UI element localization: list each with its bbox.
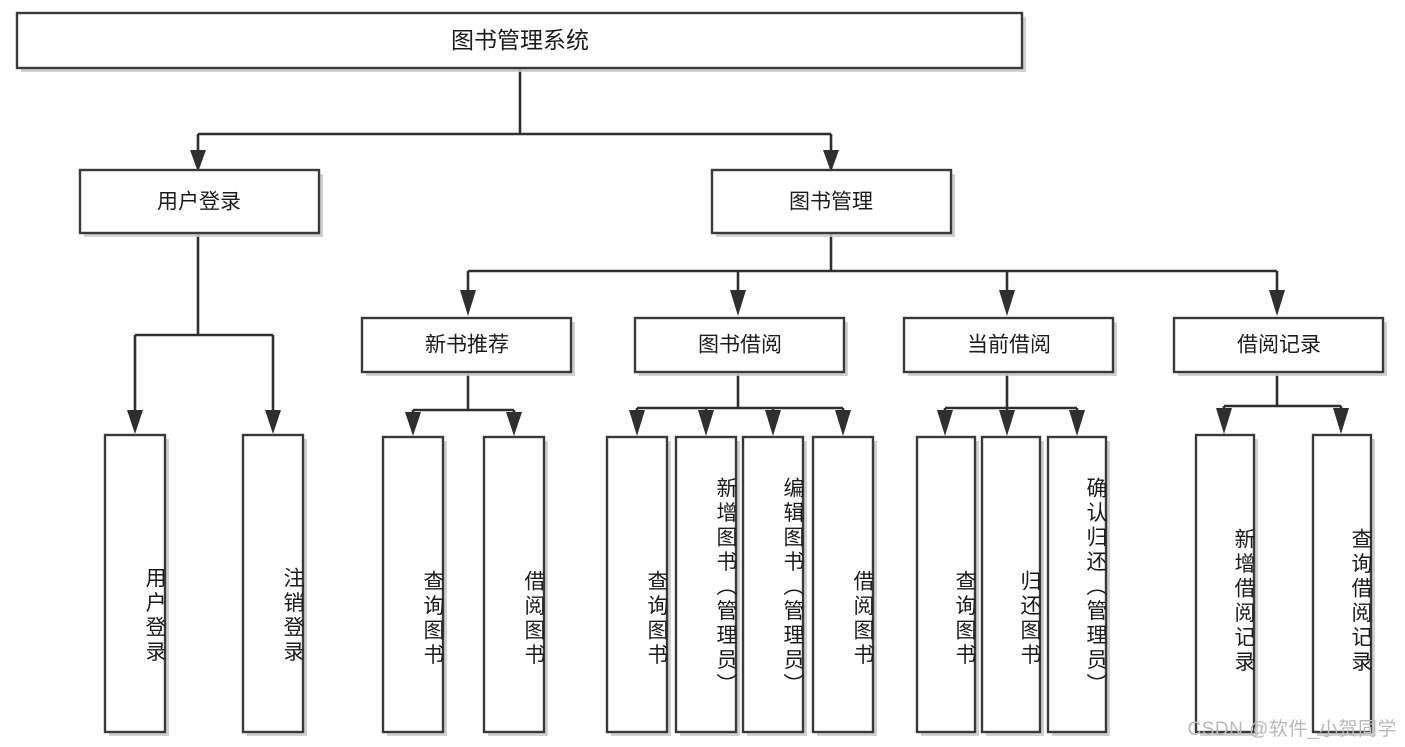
leaf-u1-box [103,433,167,734]
leaf-bb1-box [605,435,669,734]
leaf-node-user-login-2[interactable] [241,433,307,736]
leaf-bb3-box [741,435,805,734]
leaf-node-borrow-record-1[interactable] [1194,433,1258,736]
node-root[interactable]: 图书管理系统 [15,11,1026,72]
node-new-book-recommend-box [360,316,573,374]
arrow-leaf-u1 [127,410,143,434]
arrow-bb2 [698,410,714,436]
node-book-borrow-label: 图书借阅 [698,334,782,357]
node-root-label: 图书管理系统 [451,27,589,53]
arrow-nb1 [405,412,421,436]
leaf-u2-box [241,433,305,734]
arrow-bb4 [835,410,851,436]
node-user-login-label: 用户登录 [157,191,241,214]
leaf-node-user-login-1[interactable] [103,433,169,736]
node-current-borrow[interactable]: 当前借阅 [902,316,1117,376]
arrow-l3-2 [730,290,746,316]
node-current-borrow-box [902,316,1115,374]
node-user-login[interactable]: 用户登录 [78,168,323,237]
leaf-node-current-borrow-1[interactable] [915,435,979,736]
leaf-nb2-box [482,435,546,734]
leaf-cb2-box [980,435,1042,734]
leaf-bb4-box [811,435,875,734]
connector-group [127,68,1349,436]
leaf-cb3-box [1046,435,1108,734]
arrow-bb1 [629,410,645,436]
node-borrow-record-label: 借阅记录 [1237,334,1321,357]
arrow-cb2 [999,410,1015,436]
arrow-cb3 [1069,410,1085,436]
arrow-leaf-u2 [265,410,281,434]
leaf-bb2-box [674,435,738,734]
node-borrow-record[interactable]: 借阅记录 [1172,316,1387,376]
leaf-nb1-box [381,435,445,734]
arrow-bb3 [765,410,781,436]
leaf-node-book-borrow-2[interactable] [674,435,740,736]
arrow-user-login [190,150,206,172]
leaf-node-new-book-2[interactable] [482,435,548,736]
node-book-manage-label: 图书管理 [789,191,873,214]
node-root-box [15,11,1024,70]
arrow-br1 [1216,408,1232,434]
node-book-manage[interactable]: 图书管理 [710,168,955,237]
node-borrow-record-box [1172,316,1385,374]
leaf-node-book-borrow-1[interactable] [605,435,671,736]
arrow-book-manage [823,150,839,172]
node-user-login-box [78,168,321,235]
leaf-node-book-borrow-4[interactable] [811,435,877,736]
leaf-br1-box [1194,433,1256,734]
node-book-borrow[interactable]: 图书借阅 [633,316,848,376]
node-book-manage-box [710,168,953,235]
leaf-node-new-book-1[interactable] [381,435,447,736]
arrow-br2 [1333,408,1349,434]
arrow-l3-4 [1269,290,1285,316]
arrow-cb1 [937,410,953,436]
node-book-borrow-box [633,316,846,374]
node-new-book-recommend[interactable]: 新书推荐 [360,316,575,376]
arrow-l3-1 [460,290,476,316]
leaf-br2-box [1311,433,1373,734]
arrow-l3-3 [999,290,1015,316]
leaf-node-current-borrow-2[interactable] [980,435,1044,736]
node-new-book-recommend-label: 新书推荐 [425,334,509,357]
arrow-nb2 [506,412,522,436]
leaf-node-book-borrow-3[interactable] [741,435,807,736]
leaf-cb1-box [915,435,977,734]
node-current-borrow-label: 当前借阅 [967,334,1051,357]
leaf-node-current-borrow-3[interactable] [1046,435,1110,736]
leaf-node-borrow-record-2[interactable] [1311,433,1375,736]
